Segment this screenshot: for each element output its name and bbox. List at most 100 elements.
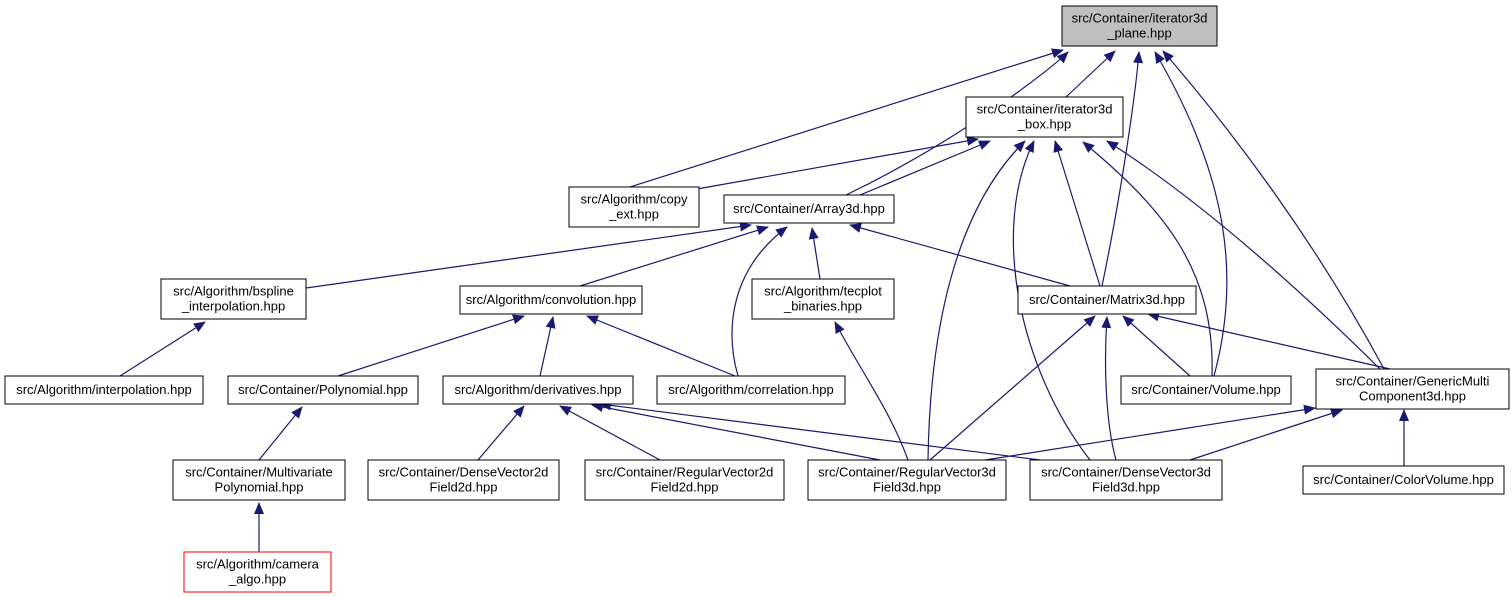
edge-regular3d-to-iter_box — [927, 140, 1026, 461]
node-box — [4, 375, 204, 405]
edge-interpolation-to-bspline — [119, 321, 206, 377]
node-camera[interactable]: src/Algorithm/camera_algo.hpp — [183, 551, 332, 593]
node-box — [160, 278, 307, 320]
edge-matrix3d-to-iter_plane — [1101, 51, 1144, 287]
node-derivatives[interactable]: src/Algorithm/derivatives.hpp — [442, 375, 634, 405]
edge-generic-to-iter_box — [1106, 140, 1381, 370]
node-label-line: Field3d.hpp — [1092, 480, 1160, 495]
node-label-line: Field2d.hpp — [651, 480, 719, 495]
edge-polynomial-to-convolution — [337, 314, 525, 377]
node-box — [807, 459, 1007, 501]
node-label-line: src/Container/iterator3d — [1072, 11, 1208, 26]
node-generic[interactable]: src/Container/GenericMultiComponent3d.hp… — [1315, 368, 1510, 410]
node-label-line: src/Algorithm/bspline — [173, 284, 294, 299]
edge-convolution-to-array3d — [579, 225, 769, 287]
node-array3d[interactable]: src/Container/Array3d.hpp — [723, 194, 895, 224]
node-tecplot[interactable]: src/Algorithm/tecplot_binaries.hpp — [751, 278, 895, 320]
node-interpolation[interactable]: src/Algorithm/interpolation.hpp — [4, 375, 204, 405]
node-box — [1017, 285, 1197, 315]
edge-bspline-to-array3d — [305, 221, 752, 289]
node-label-line: src/Container/DenseVector2d — [379, 465, 549, 480]
node-box — [442, 375, 634, 405]
node-convolution[interactable]: src/Algorithm/convolution.hpp — [459, 285, 643, 315]
node-box — [1120, 375, 1292, 405]
edge-copy_ext-to-iter_box — [696, 136, 979, 190]
node-label-line: Polynomial.hpp — [215, 480, 304, 495]
node-label-line: src/Container/Matrix3d.hpp — [1029, 292, 1185, 307]
node-box — [568, 186, 700, 228]
edge-regular3d-to-matrix3d — [929, 315, 1096, 461]
edge-correlation-to-convolution — [586, 315, 736, 377]
edge-copy_ext-to-iter_plane — [629, 48, 1064, 188]
node-box — [367, 459, 560, 501]
node-bspline[interactable]: src/Algorithm/bspline_interpolation.hpp — [160, 278, 307, 320]
edge-regular3d-to-tecplot — [834, 321, 909, 461]
edge-dense3d-to-derivatives — [599, 400, 1041, 461]
node-label-line: src/Container/RegularVector2d — [596, 465, 774, 480]
node-label-line: Component3d.hpp — [1359, 389, 1466, 404]
node-label-line: src/Container/Multivariate — [185, 465, 332, 480]
edge-volume-to-matrix3d — [1122, 315, 1191, 377]
node-label-line: src/Algorithm/derivatives.hpp — [455, 382, 622, 397]
edge-regular3d-to-derivatives — [591, 402, 881, 461]
node-label-line: src/Container/Array3d.hpp — [733, 201, 885, 216]
edge-dense3d-to-matrix3d — [1101, 316, 1117, 461]
node-label-line: Field3d.hpp — [873, 480, 941, 495]
edge-dense2d-to-derivatives — [477, 405, 525, 461]
edge-regular2d-to-derivatives — [559, 405, 661, 461]
edge-matrix3d-to-iter_box — [1053, 140, 1101, 287]
nodes-layer: src/Container/iterator3d_plane.hppsrc/Co… — [4, 5, 1510, 593]
node-label-line: src/Container/DenseVector3d — [1041, 465, 1211, 480]
node-label-line: _interpolation.hpp — [181, 299, 285, 314]
node-label-line: Field2d.hpp — [430, 480, 498, 495]
node-box — [584, 459, 785, 501]
edge-correlation-to-array3d — [731, 226, 788, 377]
node-box — [656, 375, 846, 405]
edge-generic-to-iter_plane — [1162, 50, 1385, 370]
node-label-line: src/Algorithm/tecplot — [764, 284, 882, 299]
node-iter_box[interactable]: src/Container/iterator3d_box.hpp — [965, 96, 1124, 138]
edge-array3d-to-iter_box — [859, 140, 991, 196]
node-label-line: src/Container/RegularVector3d — [818, 465, 996, 480]
node-box — [723, 194, 895, 224]
edge-derivatives-to-convolution — [539, 316, 556, 377]
node-label-line: src/Container/Volume.hpp — [1131, 382, 1281, 397]
edge-iter_box-to-iter_plane — [1065, 50, 1116, 98]
node-label-line: src/Container/ColorVolume.hpp — [1313, 472, 1494, 487]
node-label-line: src/Algorithm/interpolation.hpp — [16, 382, 192, 397]
node-copy_ext[interactable]: src/Algorithm/copy_ext.hpp — [568, 186, 700, 228]
node-label-line: _algo.hpp — [228, 572, 286, 587]
edge-volume-to-iter_plane — [1154, 51, 1228, 377]
node-label-line: src/Algorithm/correlation.hpp — [668, 382, 833, 397]
node-box — [227, 375, 419, 405]
node-box — [1061, 5, 1218, 47]
node-colorvolume[interactable]: src/Container/ColorVolume.hpp — [1302, 465, 1505, 495]
node-polynomial[interactable]: src/Container/Polynomial.hpp — [227, 375, 419, 405]
edge-regular3d-to-generic — [984, 404, 1316, 461]
node-box — [172, 459, 346, 501]
node-label-line: src/Container/iterator3d — [977, 102, 1113, 117]
node-correlation[interactable]: src/Algorithm/correlation.hpp — [656, 375, 846, 405]
node-label-line: _box.hpp — [1017, 117, 1072, 132]
node-box — [183, 551, 332, 593]
edge-matrix3d-to-array3d — [849, 223, 1071, 287]
node-box — [459, 285, 643, 315]
node-box — [1315, 368, 1510, 410]
node-label-line: _plane.hpp — [1106, 26, 1171, 41]
node-label-line: src/Algorithm/camera — [196, 557, 320, 572]
node-label-line: src/Algorithm/convolution.hpp — [466, 292, 637, 307]
edge-volume-to-iter_box — [1082, 141, 1213, 377]
node-iter_plane[interactable]: src/Container/iterator3d_plane.hpp — [1061, 5, 1218, 47]
edge-dense3d-to-generic — [1189, 408, 1343, 461]
node-box — [965, 96, 1124, 138]
node-matrix3d[interactable]: src/Container/Matrix3d.hpp — [1017, 285, 1197, 315]
node-box — [1302, 465, 1505, 495]
node-box — [751, 278, 895, 320]
node-volume[interactable]: src/Container/Volume.hpp — [1120, 375, 1292, 405]
